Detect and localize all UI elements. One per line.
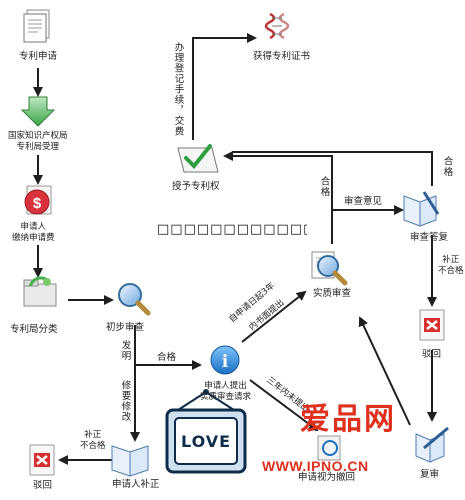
- edge-modify-label: 修要修改: [119, 380, 131, 422]
- reject-icon: [419, 309, 445, 341]
- edge-qualified-label-3: 合格: [441, 156, 453, 177]
- node-substantive-label: 实质审查: [313, 288, 352, 299]
- folder-icon: [23, 276, 57, 307]
- svg-text:i: i: [222, 352, 229, 372]
- love-badge-watermark: [165, 389, 247, 474]
- edge-fix-fail-label-2: 补正 不合格: [438, 255, 464, 276]
- edge-formalities-label: 办理登记手续，交费: [172, 42, 184, 137]
- edge-substantive-grant: [223, 151, 333, 244]
- node-apply-label: 专利申请: [19, 51, 58, 62]
- node-classify-label: 专利局分类: [10, 324, 58, 335]
- withdrawn-icon: [317, 435, 341, 461]
- node-reject-label: 驳回: [422, 349, 442, 360]
- node-reply-label: 审查答复: [410, 232, 449, 243]
- search-document-icon: [311, 251, 348, 286]
- document-icon: [23, 9, 50, 43]
- node-certificate-label: 获得专利证书: [253, 51, 311, 62]
- edge-invention-label: 发明: [119, 340, 131, 361]
- node-grant-label: 授予专利权: [172, 181, 220, 192]
- download-arrow-icon: [20, 96, 56, 127]
- edge-request-substantive: [241, 290, 307, 343]
- review-book-icon: [415, 426, 449, 463]
- redacted-text-overlay: □□□□□□□□□□□□□□□□: [157, 222, 307, 237]
- watermark-url: WWW.IPNO.CN: [262, 458, 369, 474]
- magnifier-icon: [118, 283, 151, 316]
- edge-opinion-label: 审查意见: [344, 196, 383, 207]
- edge-reply-grant: [232, 151, 433, 186]
- edge-qualified-label-2: 合格: [318, 176, 330, 197]
- edge-qualified-label-1: 合格: [157, 352, 177, 363]
- edge-request-withdrawn: [249, 379, 319, 432]
- edge-grant-certificate: [192, 33, 257, 140]
- love-badge-text: LOVE: [181, 432, 232, 451]
- grant-certificate-icon: [177, 144, 219, 173]
- node-reject2-label: 驳回: [33, 480, 53, 491]
- watermark-text: 爱品网: [300, 402, 396, 437]
- node-request-label: 申请人提出 实质审查请求: [200, 381, 252, 402]
- connectors: [33, 33, 437, 465]
- book-icon: [403, 191, 440, 227]
- info-icon: i: [210, 345, 240, 375]
- edge-review-substantive: [358, 316, 411, 426]
- node-pay-label: 申请人 缴纳申请费: [12, 222, 55, 243]
- certificate-icon: [264, 12, 290, 40]
- reject-icon-2: [29, 444, 55, 476]
- supplement-book-icon: [111, 445, 149, 477]
- node-withdrawn-label: 申请视为撤回: [298, 472, 356, 483]
- node-supplement-label: 申请人补正: [112, 479, 160, 490]
- node-prelim-label: 初步审查: [106, 322, 145, 333]
- svg-text:$: $: [33, 195, 42, 212]
- node-receive-label: 国家知识产权局 专利局受理: [8, 131, 68, 152]
- node-review-label: 复审: [420, 469, 440, 480]
- edge-fix-fail-label: 补正 不合格: [80, 430, 106, 451]
- dollar-icon: $: [24, 185, 52, 215]
